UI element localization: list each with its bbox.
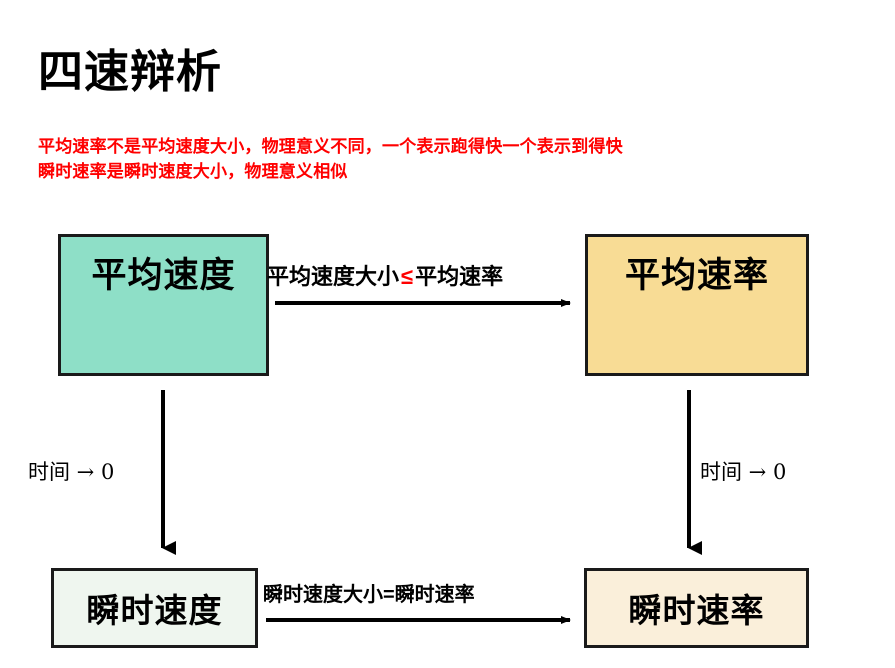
box-average-velocity-label: 平均速度: [91, 256, 236, 295]
red-note-block: 平均速率不是平均速度大小，物理意义不同，一个表示跑得快一个表示到得快 瞬时速率是…: [38, 135, 895, 184]
arrow-top-label-right: 平均速率: [415, 264, 504, 289]
box-instantaneous-velocity[interactable]: 瞬时速度: [51, 568, 258, 648]
box-average-speed-label: 平均速率: [624, 256, 769, 295]
arrow-top-horizontal-label: 平均速度大小≤平均速率: [267, 259, 503, 291]
box-average-velocity[interactable]: 平均速度: [58, 234, 269, 376]
arrow-bottom-horizontal-label: 瞬时速度大小=瞬时速率: [263, 578, 475, 607]
arrow-right-vertical-label: 时间 → 0: [700, 460, 787, 484]
arrow-top-label-left: 平均速度大小: [267, 264, 400, 289]
box-instantaneous-velocity-label: 瞬时速度: [86, 592, 223, 629]
equals-icon: =: [383, 584, 395, 606]
arrow-bottom-label-right: 瞬时速率: [394, 584, 475, 606]
box-instantaneous-speed-label: 瞬时速率: [628, 592, 765, 629]
red-note-line-2: 瞬时速率是瞬时速度大小，物理意义相似: [38, 161, 348, 181]
box-instantaneous-speed[interactable]: 瞬时速率: [584, 568, 809, 648]
page-title: 四速辩析: [38, 46, 223, 97]
arrow-bottom-label-left: 瞬时速度大小: [263, 584, 383, 606]
less-equal-icon: ≤: [401, 264, 414, 289]
arrow-left-vertical-label: 时间 → 0: [28, 460, 115, 484]
red-note-line-1: 平均速率不是平均速度大小，物理意义不同，一个表示跑得快一个表示到得快: [38, 137, 623, 156]
box-average-speed[interactable]: 平均速率: [585, 234, 809, 376]
